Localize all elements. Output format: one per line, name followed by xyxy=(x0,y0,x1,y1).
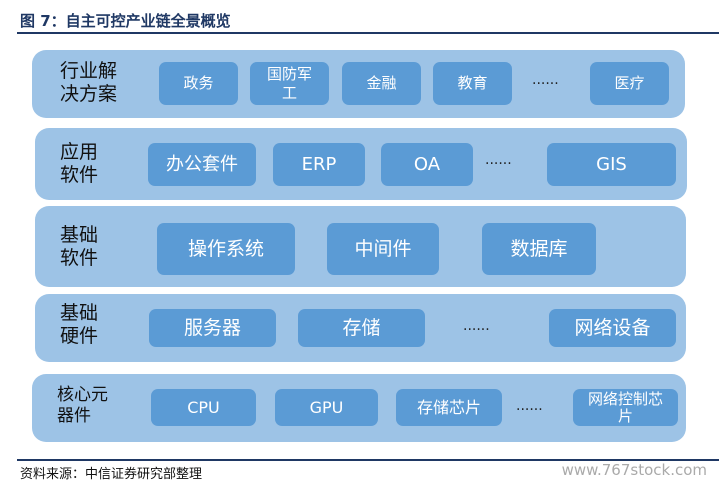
chip-cpu: CPU xyxy=(151,389,256,426)
chip-network-controller: 网络控制芯片 xyxy=(573,389,678,426)
chip-memory-chip: 存储芯片 xyxy=(396,389,502,426)
watermark-site: www.767stock.com xyxy=(561,461,707,479)
chip-network-equipment: 网络设备 xyxy=(549,309,676,347)
chip-finance: 金融 xyxy=(342,62,421,105)
figure-title: 图 7：自主可控产业链全景概览 xyxy=(20,12,231,30)
chip-medical: 医疗 xyxy=(590,62,669,105)
ellipsis: ...... xyxy=(532,72,559,88)
layer-label-line: 决方案 xyxy=(60,83,118,105)
ellipsis: ...... xyxy=(516,398,543,414)
chip-database: 数据库 xyxy=(482,223,596,275)
chip-middleware: 中间件 xyxy=(327,223,439,275)
chip-oa: OA xyxy=(381,143,473,186)
layer-label: 行业解决方案 xyxy=(60,60,117,106)
layer-label: 基础硬件 xyxy=(60,302,99,347)
chip-office-suite: 办公套件 xyxy=(148,143,256,186)
title-divider xyxy=(17,32,719,34)
chip-gpu: GPU xyxy=(275,389,378,426)
chip-government: 政务 xyxy=(159,62,238,105)
source-note: 资料来源：中信证券研究部整理 xyxy=(20,467,203,482)
layer-label: 基础软件 xyxy=(60,224,99,269)
chip-operating-system: 操作系统 xyxy=(157,223,295,275)
footer-divider xyxy=(17,459,719,461)
layer-label-line: 行业解 xyxy=(60,60,118,82)
chip-education: 教育 xyxy=(433,62,512,105)
layer-label: 核心元器件 xyxy=(57,385,108,426)
layer-label: 应用软件 xyxy=(60,141,99,186)
ellipsis: ...... xyxy=(485,152,512,168)
chip-defense: 国防军工 xyxy=(250,62,329,105)
ellipsis: ...... xyxy=(463,318,490,334)
chip-erp: ERP xyxy=(273,143,365,186)
chip-storage: 存储 xyxy=(298,309,425,347)
chip-server: 服务器 xyxy=(149,309,276,347)
chip-gis: GIS xyxy=(547,143,676,186)
